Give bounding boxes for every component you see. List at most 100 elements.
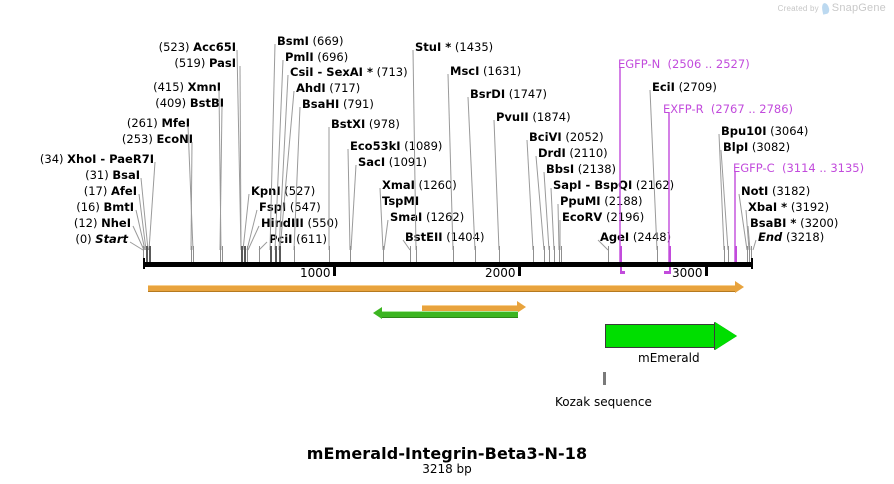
site-position: (1262)	[425, 210, 465, 224]
site-label-csii-sexai[interactable]: CsiI - SexAI * (713)	[290, 66, 408, 79]
site-name: BsmI	[277, 34, 309, 48]
site-position: (3192)	[790, 200, 830, 214]
site-label-bpu10i[interactable]: Bpu10I (3064)	[721, 125, 808, 138]
site-label-mfei[interactable]: (261) MfeI	[4, 117, 190, 130]
site-label-xbai[interactable]: XbaI * (3192)	[748, 201, 829, 214]
arrow-head-right-icon	[735, 281, 744, 293]
site-label-bsai[interactable]: (31) BsaI	[4, 169, 140, 182]
site-label-bsmi[interactable]: BsmI (669)	[277, 35, 343, 48]
site-label-sapi-bspqi[interactable]: SapI - BspQI (2162)	[553, 179, 674, 192]
site-name: BbsI	[546, 162, 575, 176]
feature-tick-egfp-c	[735, 246, 737, 266]
site-label-bsahi[interactable]: BsaHI (791)	[302, 98, 374, 111]
site-label-kpni[interactable]: KpnI (527)	[251, 185, 315, 198]
site-tick	[549, 246, 550, 262]
site-position: (1631)	[483, 64, 522, 78]
site-name: BsaHI	[302, 97, 340, 111]
site-tick	[751, 246, 752, 262]
site-name: SacI	[358, 155, 386, 169]
ruler-label-2000: 2000	[485, 266, 516, 280]
site-label-bcivi[interactable]: BciVI (2052)	[529, 131, 604, 144]
site-label-saci[interactable]: SacI (1091)	[358, 156, 427, 169]
site-label-pasi[interactable]: (519) PasI	[4, 57, 236, 70]
site-label-bbsi[interactable]: BbsI (2138)	[546, 163, 616, 176]
site-name: EcoRV	[562, 210, 603, 224]
site-label-bmti[interactable]: (16) BmtI	[4, 201, 134, 214]
site-label-afei[interactable]: (17) AfeI	[4, 185, 137, 198]
site-label-econi[interactable]: (253) EcoNI	[4, 133, 193, 146]
site-tick	[544, 246, 545, 262]
site-tick	[193, 246, 194, 262]
site-tick	[247, 246, 248, 262]
backbone-line[interactable]	[143, 262, 753, 267]
site-label-tspmi[interactable]: TspMI	[382, 195, 419, 208]
site-label-ecorv[interactable]: EcoRV (2196)	[562, 211, 644, 224]
site-label-acc65i[interactable]: (523) Acc65I	[4, 41, 236, 54]
site-tick	[410, 246, 411, 262]
site-label-ecii[interactable]: EciI (2709)	[652, 81, 717, 94]
feature-arrow-green-reverse[interactable]	[382, 311, 518, 318]
site-label-xhoi-paer7i[interactable]: (34) XhoI - PaeR7I	[4, 153, 154, 166]
site-label-eco53ki[interactable]: Eco53kI (1089)	[350, 140, 442, 153]
site-label-xmni[interactable]: (415) XmnI	[4, 81, 221, 94]
site-label-agei[interactable]: AgeI (2448)	[600, 231, 671, 244]
site-position: (31)	[85, 168, 109, 182]
site-tick	[608, 246, 609, 262]
site-name: PasI	[208, 56, 236, 70]
leader-line-layer	[129, 43, 757, 262]
site-position: (713)	[376, 65, 408, 79]
site-label-nhei[interactable]: (12) NheI	[4, 217, 131, 230]
site-label-xmai[interactable]: XmaI (1260)	[382, 179, 457, 192]
site-label-fspi[interactable]: FspI (547)	[259, 201, 321, 214]
site-position: (0)	[75, 232, 92, 246]
feature-label-egfp-c[interactable]: EGFP-C (3114 .. 3135)	[733, 162, 864, 175]
site-label-start[interactable]: (0) Start	[4, 233, 128, 246]
feature-label-egfp-n[interactable]: EGFP-N (2506 .. 2527)	[618, 58, 750, 71]
site-label-noti[interactable]: NotI (3182)	[741, 185, 810, 198]
site-name: BsaBI *	[750, 216, 797, 230]
site-label-pvuii[interactable]: PvuII (1874)	[496, 111, 571, 124]
site-name: BstEII	[405, 230, 443, 244]
site-label-bstxi[interactable]: BstXI (978)	[331, 118, 400, 131]
site-label-pmli[interactable]: PmlI (696)	[285, 51, 348, 64]
site-label-ppumi[interactable]: PpuMI (2188)	[560, 195, 642, 208]
site-name: AhdI	[296, 81, 326, 95]
site-position: (978)	[368, 117, 400, 131]
site-tick	[279, 246, 281, 262]
site-tick	[416, 246, 417, 262]
site-position: (611)	[296, 232, 328, 246]
site-position: (409)	[155, 96, 187, 110]
site-label-stui[interactable]: StuI * (1435)	[415, 41, 493, 54]
site-label-blpi[interactable]: BlpI (3082)	[723, 141, 790, 154]
site-label-bsabi[interactable]: BsaBI * (3200)	[750, 217, 838, 230]
site-position: (1435)	[454, 40, 494, 54]
site-name: Start	[95, 232, 128, 246]
site-label-bsrdi[interactable]: BsrDI (1747)	[470, 88, 547, 101]
site-label-hindiii[interactable]: HindIII (550)	[261, 217, 338, 230]
arrow-head-right-icon	[517, 301, 526, 313]
site-name: AfeI	[111, 184, 137, 198]
site-tick	[657, 246, 658, 262]
kozak-tick	[603, 372, 606, 385]
site-position: (2138)	[577, 162, 617, 176]
site-position: (547)	[289, 200, 321, 214]
site-label-smai[interactable]: SmaI (1262)	[390, 211, 464, 224]
site-position: (415)	[153, 80, 185, 94]
feature-arrow-orange-full[interactable]	[148, 285, 736, 292]
site-label-bstbi[interactable]: (409) BstBI	[4, 97, 224, 110]
gene-arrow-body	[605, 324, 715, 348]
site-position: (523)	[158, 40, 190, 54]
site-position: (12)	[73, 216, 98, 230]
site-name: End	[758, 230, 783, 244]
site-label-drdi[interactable]: DrdI (2110)	[538, 147, 608, 160]
site-label-end[interactable]: End (3218)	[758, 231, 824, 244]
site-tick	[559, 246, 560, 262]
site-position: (669)	[312, 34, 344, 48]
site-label-msci[interactable]: MscI (1631)	[450, 65, 521, 78]
site-name: KpnI	[251, 184, 281, 198]
feature-label-exfp-r[interactable]: EXFP-R (2767 .. 2786)	[663, 103, 793, 116]
site-label-ahdi[interactable]: AhdI (717)	[296, 82, 360, 95]
site-tick	[241, 246, 243, 262]
feature-foot-egfp-n	[620, 271, 625, 274]
